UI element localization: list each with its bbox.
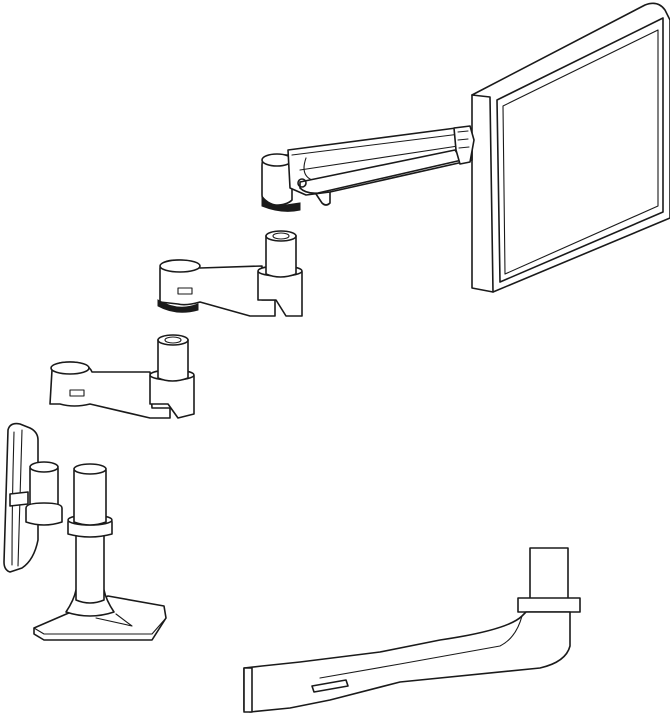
monitor-bezel-edge (471, 94, 494, 293)
extension-arm-1 (157, 230, 303, 317)
monitor-screen (496, 17, 664, 283)
long-extension-arm (243, 547, 581, 713)
monitor-frame (471, 2, 670, 293)
extension-arm-2 (49, 334, 195, 419)
monitor (471, 2, 670, 293)
wall-mount-bracket (3, 422, 63, 573)
dynamic-arm (261, 125, 475, 212)
monitor-screen-inner (502, 29, 659, 275)
desk-base-pole (33, 463, 167, 641)
